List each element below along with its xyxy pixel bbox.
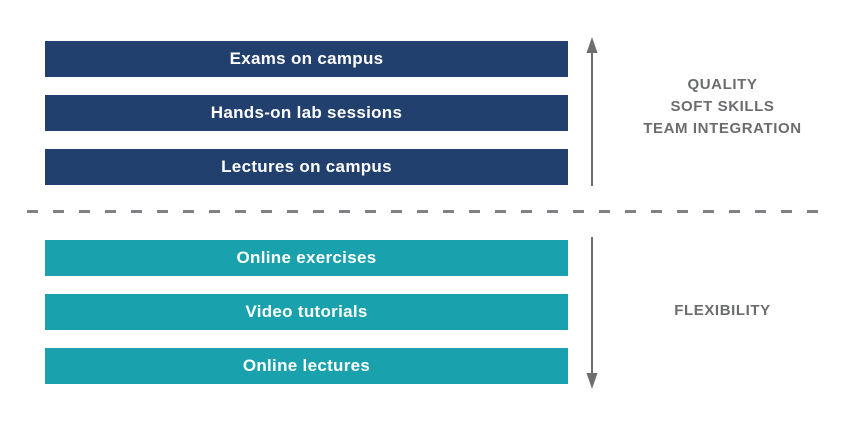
dashed-divider: [27, 210, 822, 213]
arrow-down-icon: [586, 237, 598, 389]
bar-online-lectures: Online lectures: [45, 348, 568, 384]
bar-label: Lectures on campus: [221, 157, 392, 176]
bar-label: Video tutorials: [245, 302, 368, 321]
bar-label: Hands-on lab sessions: [210, 103, 403, 122]
bar-hands-on-lab-sessions: Hands-on lab sessions: [45, 95, 568, 131]
benefit-line-team-integration: TEAM INTEGRATION: [643, 120, 802, 137]
bar-online-exercises: Online exercises: [45, 240, 568, 276]
benefit-line-soft-skills: SOFT SKILLS: [670, 98, 775, 115]
benefit-line-flexibility: FLEXIBILITY: [674, 302, 771, 319]
online-benefits-label: FLEXIBILITY: [610, 300, 835, 322]
bar-video-tutorials: Video tutorials: [45, 294, 568, 330]
bar-label: Online lectures: [242, 356, 371, 375]
bar-label: Exams on campus: [229, 49, 384, 68]
benefit-line-quality: QUALITY: [687, 76, 758, 93]
bar-exams-on-campus: Exams on campus: [45, 41, 568, 77]
on-campus-benefits-label: QUALITY SOFT SKILLS TEAM INTEGRATION: [610, 74, 835, 140]
arrow-up-icon: [586, 37, 598, 186]
bar-lectures-on-campus: Lectures on campus: [45, 149, 568, 185]
bar-label: Online exercises: [236, 248, 377, 267]
